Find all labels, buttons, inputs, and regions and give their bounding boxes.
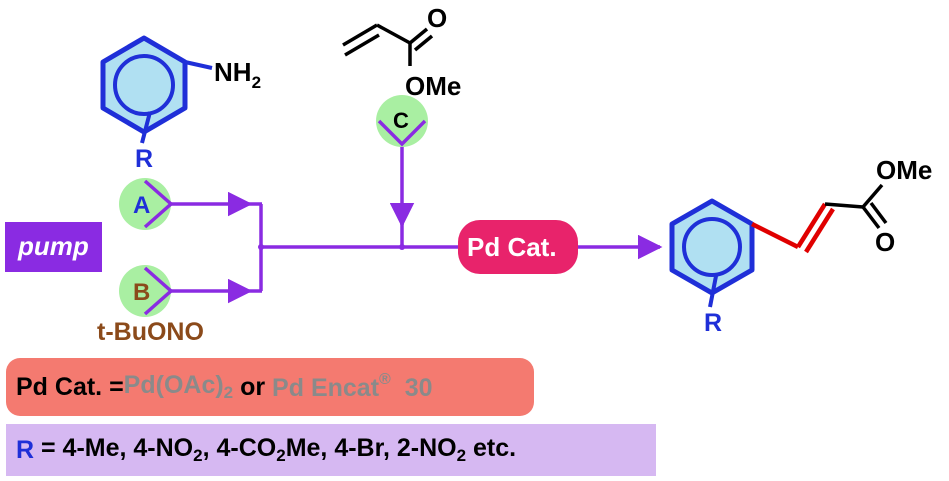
acrylate-structure: O OMe xyxy=(342,3,461,101)
product-r-label: R xyxy=(704,309,722,337)
acrylate-o-label: O xyxy=(427,3,447,33)
legend-cat-or: or xyxy=(233,372,273,401)
product-aromatic-circle xyxy=(682,217,742,277)
pump-a-label: A xyxy=(133,192,150,219)
product-o-label: O xyxy=(875,227,895,257)
product-r-bond xyxy=(708,275,718,308)
aniline-aromatic-circle xyxy=(113,54,175,116)
legend-r-list: = 4-Me, 4-NO2, 4-CO2Me, 4-Br, 2-NO2 etc. xyxy=(34,434,517,465)
pump-box xyxy=(5,222,102,272)
mixer-node-1 xyxy=(258,244,264,250)
aniline-nh2-bond xyxy=(184,60,213,70)
pump-box-label: pump xyxy=(17,231,89,261)
product-alkene-bond xyxy=(796,202,827,249)
acrylate-co-bond xyxy=(408,27,429,45)
pump-c: C xyxy=(376,95,428,147)
product-alkene-bond-b xyxy=(804,207,835,254)
legend-cat-prefix: Pd Cat. = xyxy=(16,372,124,401)
legend-cat-option1: Pd(OAc)2 xyxy=(123,371,234,402)
product-c-bond xyxy=(824,202,864,209)
aniline-nh-label: NH2 xyxy=(214,57,261,92)
pump-c-label: C xyxy=(393,108,409,133)
aniline-structure: NH2 R xyxy=(100,35,261,173)
pump-c-symbol xyxy=(377,119,427,147)
product-structure: R OMe O xyxy=(669,155,932,337)
legend-r-prefix: R xyxy=(16,435,35,464)
legend-r-groups: R = 4-Me, 4-NO2, 4-CO2Me, 4-Br, 2-NO2 et… xyxy=(6,424,656,476)
pd-cat-reactor-label: Pd Cat. xyxy=(467,232,557,262)
product-ome-label: OMe xyxy=(876,155,932,185)
legend-catalyst: Pd Cat. = Pd(OAc)2 or Pd Encat® 30 xyxy=(6,358,534,416)
t-buono-label: t-BuONO xyxy=(97,318,204,346)
acrylate-bond-1 xyxy=(342,23,378,47)
product-ome-bond xyxy=(861,183,884,209)
mixer-node-2 xyxy=(399,244,405,250)
product-new-bond xyxy=(750,221,800,250)
pump-b-symbol xyxy=(143,266,174,316)
flow-lines xyxy=(171,144,663,304)
pump-b-label: B xyxy=(133,279,150,306)
product-co-bond xyxy=(861,205,881,230)
pump-c-circle xyxy=(376,95,428,147)
pump-a: A xyxy=(119,178,174,230)
aniline-r-bond xyxy=(140,111,152,144)
acrylate-bond-1b xyxy=(344,33,380,57)
aniline-r-label: R xyxy=(135,145,153,173)
pd-cat-reactor xyxy=(458,220,578,274)
acrylate-ome-label: OMe xyxy=(405,71,461,101)
acrylate-bond-2 xyxy=(376,23,411,45)
pump-b: B t-BuONO xyxy=(97,265,204,346)
product-co-bond-b xyxy=(869,201,888,225)
acrylate-co-bond-b xyxy=(413,34,434,52)
legend-cat-option2: Pd Encat® 30 xyxy=(272,371,433,402)
pump-a-symbol xyxy=(143,179,174,229)
